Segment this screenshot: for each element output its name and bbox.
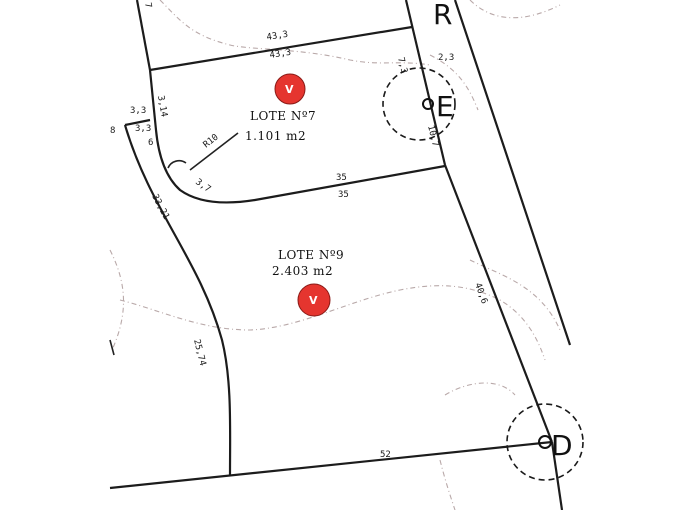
dim-35-bottom: 35 bbox=[338, 190, 349, 200]
dim-3-3-b: 3,3 bbox=[135, 124, 151, 134]
vertex-e-marker: E bbox=[382, 67, 456, 141]
dim-40-6: 40,6 bbox=[472, 282, 489, 306]
dim-3-14: 3,14 bbox=[155, 95, 169, 118]
svg-text:V: V bbox=[285, 83, 294, 96]
dim-6: 6 bbox=[148, 138, 153, 148]
marker-v-lote9: V bbox=[297, 283, 331, 317]
dim-3-7: 3,7 bbox=[193, 177, 212, 195]
dim-25-74: 25,74 bbox=[191, 338, 207, 367]
svg-text:V: V bbox=[309, 294, 318, 307]
dim-33-21: 33,21 bbox=[149, 193, 171, 222]
lot-9-area: 2.403 m2 bbox=[272, 264, 333, 278]
dim-43-3-top: 43,3 bbox=[266, 30, 289, 43]
dim-43-3-bottom: 43,3 bbox=[269, 48, 292, 61]
lot-7-area: 1.101 m2 bbox=[245, 129, 306, 143]
lot-7-name: LOTE Nº7 bbox=[250, 109, 316, 123]
marker-v-lote7: V bbox=[274, 73, 306, 105]
dim-7: 7 bbox=[142, 2, 153, 9]
vertex-d-marker: D bbox=[506, 403, 584, 481]
dim-8: 8 bbox=[110, 126, 115, 136]
dim-35-top: 35 bbox=[336, 173, 347, 183]
dim-10-7: 10,7 bbox=[425, 124, 440, 147]
vertex-label-d: D bbox=[551, 429, 573, 462]
lot-boundaries bbox=[109, 0, 572, 510]
dim-3-3-a: 3,3 bbox=[130, 106, 146, 116]
dim-7-3: 7,3 bbox=[395, 56, 409, 74]
vertex-label-e: E bbox=[436, 90, 454, 123]
dim-52: 52 bbox=[380, 450, 391, 460]
vertex-label-r: R bbox=[433, 0, 452, 31]
lot-9-name: LOTE Nº9 bbox=[278, 248, 344, 262]
dim-2-3: 2,3 bbox=[438, 53, 454, 63]
